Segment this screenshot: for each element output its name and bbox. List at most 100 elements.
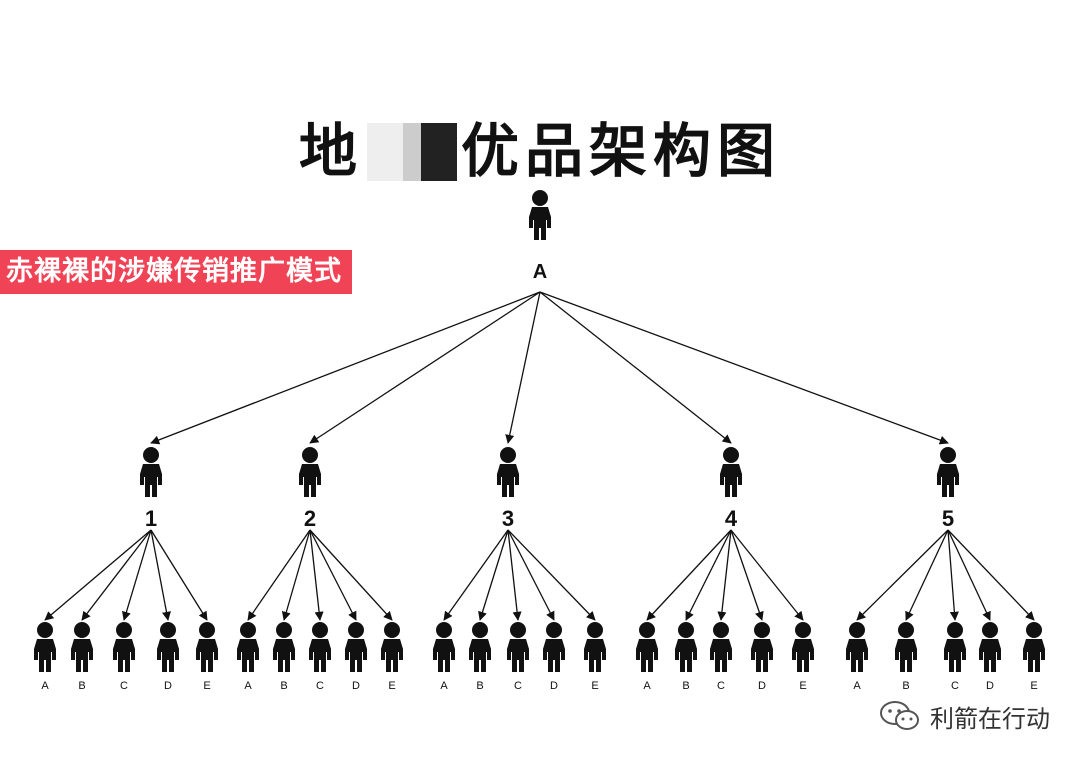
person-icon: [34, 622, 56, 672]
arrow-4-to-D: [730, 529, 764, 621]
arrow-1-to-B: [81, 529, 152, 621]
child-node-4-E: E: [792, 622, 814, 692]
child-node-1-E-label: E: [203, 680, 210, 692]
arrow-4-to-E: [730, 529, 804, 621]
child-node-4-A: A: [636, 622, 658, 692]
child-node-4-B: B: [675, 622, 697, 692]
child-node-1-D-label: D: [164, 680, 172, 692]
child-node-2-C: C: [309, 622, 331, 692]
child-node-5-C: C: [944, 622, 966, 692]
child-node-3-C: C: [507, 622, 529, 692]
level1-node-2: 2: [299, 447, 321, 531]
person-icon: [937, 447, 959, 497]
root-node: A: [529, 190, 551, 283]
child-node-1-C: C: [113, 622, 135, 692]
child-node-5-C-label: C: [951, 680, 959, 692]
warning-banner: 赤裸裸的涉嫌传销推广模式: [0, 250, 352, 294]
person-icon: [1023, 622, 1045, 672]
child-node-5-D: D: [979, 622, 1001, 692]
person-icon: [196, 622, 218, 672]
arrow-3-to-A: [443, 529, 509, 621]
child-node-4-B-label: B: [682, 680, 689, 692]
arrow-5-to-D: [947, 529, 991, 621]
level1-node-3: 3: [497, 447, 519, 531]
root-node-label: A: [533, 261, 547, 283]
child-node-3-C-label: C: [514, 680, 522, 692]
person-icon: [113, 622, 135, 672]
level1-node-3-label: 3: [502, 506, 514, 531]
person-icon: [299, 447, 321, 497]
child-node-2-B: B: [273, 622, 295, 692]
child-node-1-A: A: [34, 622, 56, 692]
person-icon: [846, 622, 868, 672]
person-icon: [433, 622, 455, 672]
person-icon: [469, 622, 491, 672]
child-node-2-E-label: E: [388, 680, 395, 692]
child-node-4-D-label: D: [758, 680, 766, 692]
person-icon: [720, 447, 742, 497]
person-icon: [944, 622, 966, 672]
arrow-root-to-4: [539, 291, 732, 444]
wechat-icon: [880, 701, 919, 730]
level1-node-5: 5: [937, 447, 959, 531]
arrow-3-to-B: [478, 529, 509, 621]
arrow-3-to-C: [507, 529, 522, 621]
child-node-3-E-label: E: [591, 680, 598, 692]
arrow-root-to-1: [150, 291, 541, 445]
title-prefix: 地: [298, 117, 363, 185]
level1-node-1-label: 1: [145, 506, 157, 531]
arrow-4-to-A: [646, 529, 732, 621]
level1-node-5-label: 5: [942, 506, 954, 531]
arrow-root-to-5: [539, 291, 949, 445]
child-node-2-A-label: A: [244, 680, 252, 692]
level1-node-1: 1: [140, 447, 162, 531]
person-icon: [636, 622, 658, 672]
child-node-4-C: C: [710, 622, 732, 692]
person-icon: [157, 622, 179, 672]
child-node-1-A-label: A: [41, 680, 49, 692]
arrow-1-to-E: [150, 529, 208, 621]
child-node-2-D: D: [345, 622, 367, 692]
child-node-3-B: B: [469, 622, 491, 692]
child-node-2-C-label: C: [316, 680, 324, 692]
child-node-1-E: E: [196, 622, 218, 692]
child-node-3-D-label: D: [550, 680, 558, 692]
person-icon: [751, 622, 773, 672]
arrow-5-to-C: [947, 529, 959, 621]
arrow-5-to-A: [856, 529, 949, 621]
child-node-5-E-label: E: [1030, 680, 1037, 692]
child-node-4-C-label: C: [717, 680, 725, 692]
child-node-4-D: D: [751, 622, 773, 692]
arrow-2-to-B: [281, 529, 311, 621]
arrow-2-to-A: [247, 529, 311, 621]
arrow-2-to-D: [309, 529, 357, 621]
child-node-3-A: A: [433, 622, 455, 692]
child-node-3-E: E: [584, 622, 606, 692]
footer-brand: 利箭在行动: [878, 698, 1050, 734]
child-node-2-A: A: [237, 622, 259, 692]
person-icon: [309, 622, 331, 672]
child-node-5-D-label: D: [986, 680, 994, 692]
person-icon: [792, 622, 814, 672]
person-icon: [71, 622, 93, 672]
person-icon: [584, 622, 606, 672]
arrow-3-to-D: [507, 529, 555, 621]
child-node-1-D: D: [157, 622, 179, 692]
person-icon: [895, 622, 917, 672]
person-icon: [507, 622, 529, 672]
child-node-3-D: D: [543, 622, 565, 692]
person-icon: [675, 622, 697, 672]
arrow-2-to-E: [309, 529, 393, 621]
arrow-1-to-D: [150, 529, 171, 621]
arrow-2-to-C: [309, 529, 324, 621]
arrow-4-to-B: [685, 529, 732, 621]
arrow-3-to-E: [507, 529, 596, 621]
person-icon: [273, 622, 295, 672]
title-suffix: 优品架构图: [461, 117, 782, 185]
child-node-2-E: E: [381, 622, 403, 692]
child-node-5-B: B: [895, 622, 917, 692]
child-node-5-A: A: [846, 622, 868, 692]
child-node-5-E: E: [1023, 622, 1045, 692]
arrow-1-to-A: [44, 529, 152, 621]
